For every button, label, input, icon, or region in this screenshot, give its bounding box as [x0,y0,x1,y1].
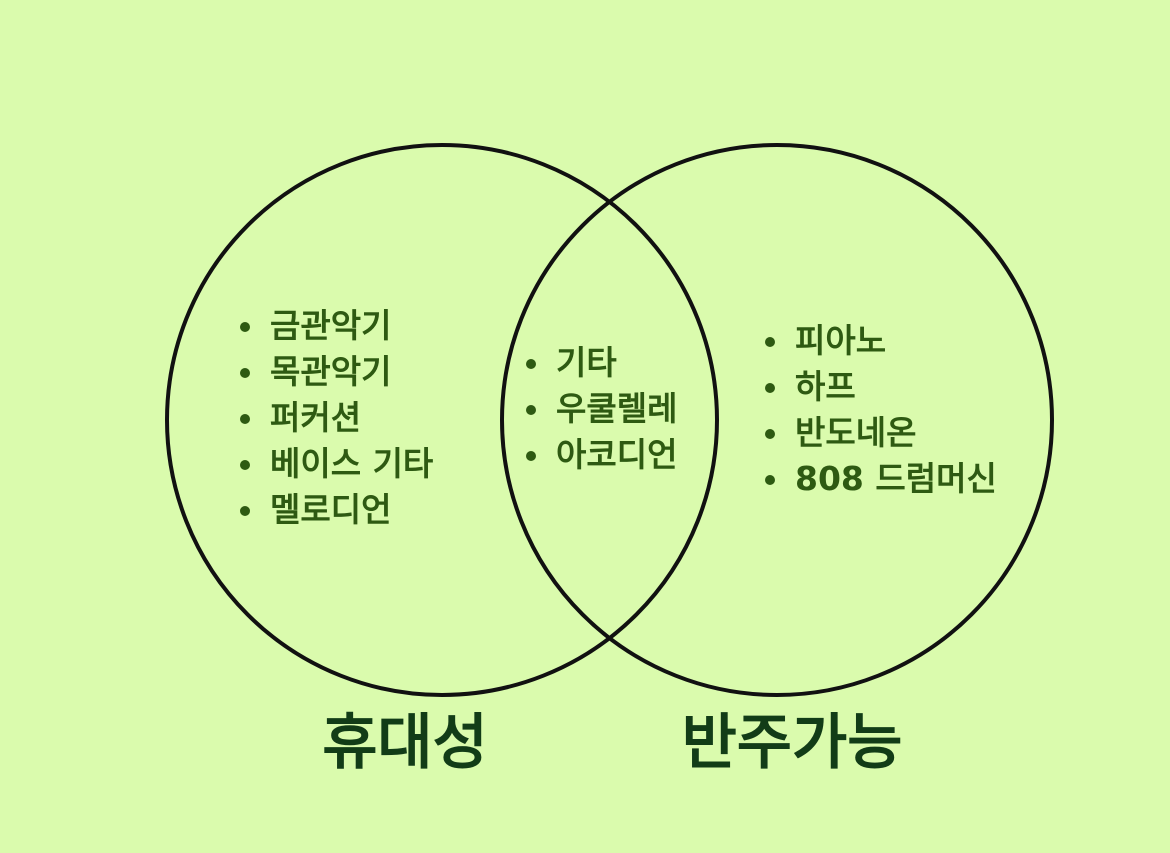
item-text: 우쿨렐레 [556,389,678,428]
bullet [526,359,536,369]
list-item: 반도네온 [765,410,997,456]
bullet [240,368,250,378]
list-item: 퍼커션 [240,395,433,441]
item-text: 베이스 기타 [270,444,434,483]
item-text: 808 드럼머신 [795,459,997,498]
bullet [765,337,775,347]
bullet [240,414,250,424]
list-item: 베이스 기타 [240,441,433,487]
left-set-list: 금관악기 목관악기 퍼커션 베이스 기타 멜로디언 [240,303,433,533]
bullet [240,506,250,516]
bullet [765,429,775,439]
list-item: 하프 [765,364,997,410]
item-text: 하프 [795,367,856,406]
left-set-label: 휴대성 [322,708,488,778]
list-item: 808 드럼머신 [765,456,997,502]
bullet [526,405,536,415]
right-set-list: 피아노 하프 반도네온 808 드럼머신 [765,318,997,502]
right-set-label: 반주가능 [681,708,903,778]
bullet [765,475,775,485]
intersection-list: 기타 우쿨렐레 아코디언 [526,340,677,478]
item-text: 금관악기 [270,306,392,345]
list-item: 아코디언 [526,432,677,478]
bullet [240,460,250,470]
item-text: 기타 [556,343,617,382]
list-item: 멜로디언 [240,487,433,533]
list-item: 목관악기 [240,349,433,395]
list-item: 우쿨렐레 [526,386,677,432]
item-text: 반도네온 [795,413,917,452]
item-text: 아코디언 [556,435,678,474]
item-text: 목관악기 [270,352,392,391]
left-circle [165,143,719,697]
item-text: 멜로디언 [270,490,392,529]
list-item: 기타 [526,340,677,386]
bullet [765,383,775,393]
list-item: 피아노 [765,318,997,364]
list-item: 금관악기 [240,303,433,349]
item-text: 퍼커션 [270,398,362,437]
bullet [526,451,536,461]
bullet [240,322,250,332]
item-text: 피아노 [795,321,887,360]
right-circle [500,143,1054,697]
